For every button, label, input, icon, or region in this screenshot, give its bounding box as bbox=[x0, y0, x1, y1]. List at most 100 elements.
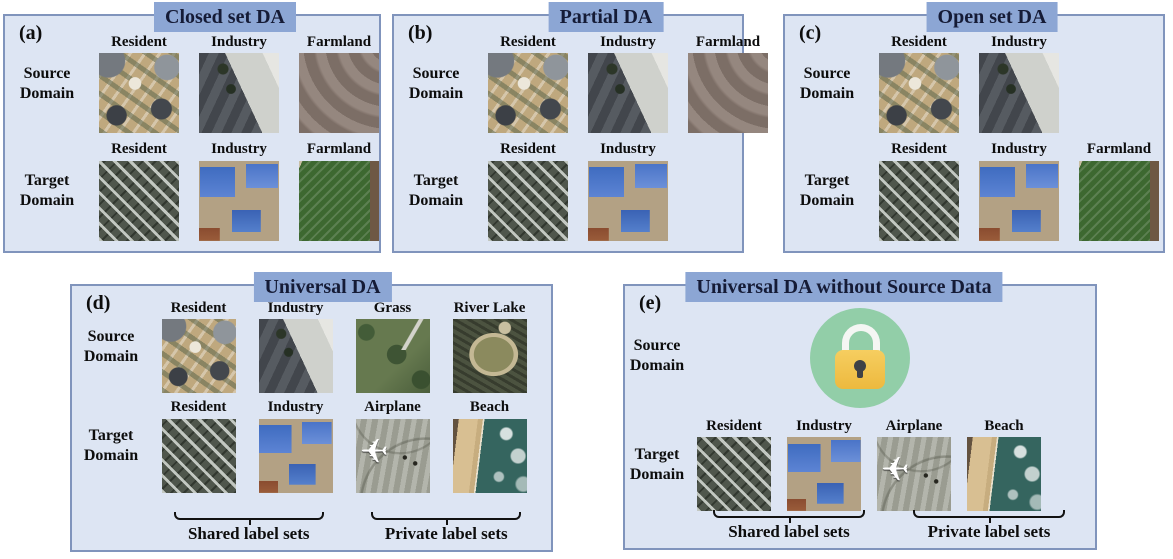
target-domain-label: Target Domain bbox=[629, 445, 685, 483]
panel-d-marker: (d) bbox=[86, 292, 111, 314]
image-tile-farmland: Farmland bbox=[289, 34, 389, 134]
shared-label-sets-group: Shared label sets bbox=[150, 512, 348, 544]
category-label: Farmland bbox=[306, 34, 372, 50]
category-label: Resident bbox=[706, 418, 762, 434]
source-domain-label: Source Domain bbox=[83, 327, 139, 365]
image-tile-resident: Resident bbox=[869, 141, 969, 241]
resident-tgt-satellite-image bbox=[879, 160, 959, 241]
beach-satellite-image bbox=[967, 437, 1041, 512]
target-images-row: Resident Industry Farmland bbox=[89, 141, 389, 241]
target-images-row: ResidentIndustryAirplaneBeach bbox=[689, 418, 1095, 512]
underbrace bbox=[173, 512, 324, 525]
category-label: Resident bbox=[170, 399, 227, 416]
industry-tgt-satellite-image bbox=[588, 160, 668, 241]
image-tile-industry: Industry bbox=[969, 34, 1069, 134]
image-tile-resident: Resident bbox=[478, 141, 578, 241]
industry-src-satellite-image bbox=[258, 319, 333, 394]
category-label: Resident bbox=[891, 34, 947, 50]
source-domain-label: Source Domain bbox=[19, 64, 75, 102]
source-domain-row: Source Domain Resident Industry bbox=[785, 34, 1163, 134]
panel-universal-da-without-source-data: Universal DA without Source Data (e) Sou… bbox=[623, 272, 1097, 550]
image-tile-industry: Industry bbox=[247, 300, 344, 394]
category-label: Grass bbox=[373, 300, 412, 316]
farmland-tgt-satellite-image bbox=[1079, 160, 1159, 241]
riverlake-satellite-image bbox=[452, 319, 527, 394]
image-tile-industry: Industry bbox=[189, 34, 289, 134]
shared-label-sets-group: Shared label sets bbox=[689, 510, 889, 542]
panel-e-marker: (e) bbox=[639, 292, 662, 314]
resident-src-satellite-image bbox=[161, 319, 236, 394]
padlock-keyhole bbox=[854, 360, 866, 378]
panel-c-title: Open set DA bbox=[926, 2, 1058, 32]
source-domain-label: Source Domain bbox=[629, 337, 685, 374]
industry-tgt-satellite-image bbox=[787, 437, 861, 512]
airplane-satellite-image bbox=[355, 418, 430, 493]
shared-label-sets-label: Shared label sets bbox=[728, 522, 850, 541]
target-domain-label: Target Domain bbox=[408, 171, 464, 209]
image-tile-airplane: Airplane bbox=[869, 418, 959, 512]
image-tile-farmland: Farmland bbox=[1069, 141, 1169, 241]
private-label-sets-label: Private label sets bbox=[384, 524, 508, 543]
category-label: Farmland bbox=[306, 141, 372, 158]
category-label: Airplane bbox=[364, 399, 421, 416]
category-label: Resident bbox=[500, 141, 556, 158]
source-domain-row: Source Domain Resident Industry Grass River… bbox=[72, 300, 551, 394]
category-label: Industry bbox=[267, 300, 324, 316]
panel-a-title: Closed set DA bbox=[154, 2, 296, 32]
shared-label-sets-label: Shared label sets bbox=[187, 524, 310, 543]
image-tile-industry: Industry bbox=[969, 141, 1069, 241]
airplane-satellite-image bbox=[877, 437, 951, 512]
image-tile-airplane: Airplane bbox=[344, 399, 441, 493]
image-tile-resident: Resident bbox=[689, 418, 779, 512]
source-domain-row: Source Domain bbox=[625, 300, 1095, 412]
private-label-sets-group: Private label sets bbox=[348, 512, 546, 544]
category-label: Industry bbox=[796, 418, 852, 434]
target-domain-row: Target Domain Resident Industry bbox=[394, 141, 742, 241]
image-tile-grass: Grass bbox=[344, 300, 441, 394]
category-label: Farmland bbox=[695, 34, 761, 50]
resident-tgt-satellite-image bbox=[161, 418, 236, 493]
image-tile-industry: Industry bbox=[578, 141, 678, 241]
category-label: Industry bbox=[211, 141, 267, 158]
target-domain-row: Target Domain ResidentIndustryAirplaneBe… bbox=[72, 399, 551, 493]
panel-closed-set-da: Closed set DA (a) Source Domain Resident… bbox=[3, 2, 381, 253]
image-tile-resident: Resident bbox=[869, 34, 969, 134]
image-tile-industry: Industry bbox=[189, 141, 289, 241]
target-images-row: Resident Industry bbox=[478, 141, 742, 241]
source-images-row: Resident Industry bbox=[869, 34, 1163, 134]
source-domain-label: Source Domain bbox=[799, 64, 855, 102]
resident-tgt-satellite-image bbox=[99, 160, 179, 241]
image-tile-resident: Resident bbox=[89, 141, 189, 241]
beach-satellite-image bbox=[452, 418, 527, 493]
image-tile-river-lake: River Lake bbox=[441, 300, 538, 394]
padlock-icon bbox=[810, 308, 910, 408]
image-tile-resident: Resident bbox=[478, 34, 578, 134]
target-domain-row: Target Domain ResidentIndustryAirplaneBe… bbox=[625, 418, 1095, 512]
industry-tgt-satellite-image bbox=[979, 160, 1059, 241]
industry-src-satellite-image bbox=[588, 53, 668, 134]
farmland-tgt-satellite-image bbox=[299, 160, 379, 241]
category-label: Industry bbox=[991, 141, 1047, 158]
target-images-row: ResidentIndustryAirplaneBeach bbox=[150, 399, 551, 493]
category-label: Resident bbox=[170, 300, 227, 316]
resident-src-satellite-image bbox=[99, 53, 179, 134]
category-label: Resident bbox=[891, 141, 947, 158]
padlock-body bbox=[835, 350, 885, 389]
resident-tgt-satellite-image bbox=[697, 437, 771, 512]
private-label-sets-label: Private label sets bbox=[927, 522, 1051, 541]
private-label-sets-group: Private label sets bbox=[889, 510, 1089, 542]
farmland-src-satellite-image bbox=[688, 53, 768, 134]
panel-e-title: Universal DA without Source Data bbox=[685, 272, 1003, 302]
target-domain-label: Target Domain bbox=[19, 171, 75, 209]
panel-a-marker: (a) bbox=[19, 22, 43, 44]
category-label: Resident bbox=[500, 34, 556, 50]
category-label: Industry bbox=[991, 34, 1047, 50]
resident-src-satellite-image bbox=[488, 53, 568, 134]
image-tile-resident: Resident bbox=[89, 34, 189, 134]
industry-src-satellite-image bbox=[979, 53, 1059, 134]
